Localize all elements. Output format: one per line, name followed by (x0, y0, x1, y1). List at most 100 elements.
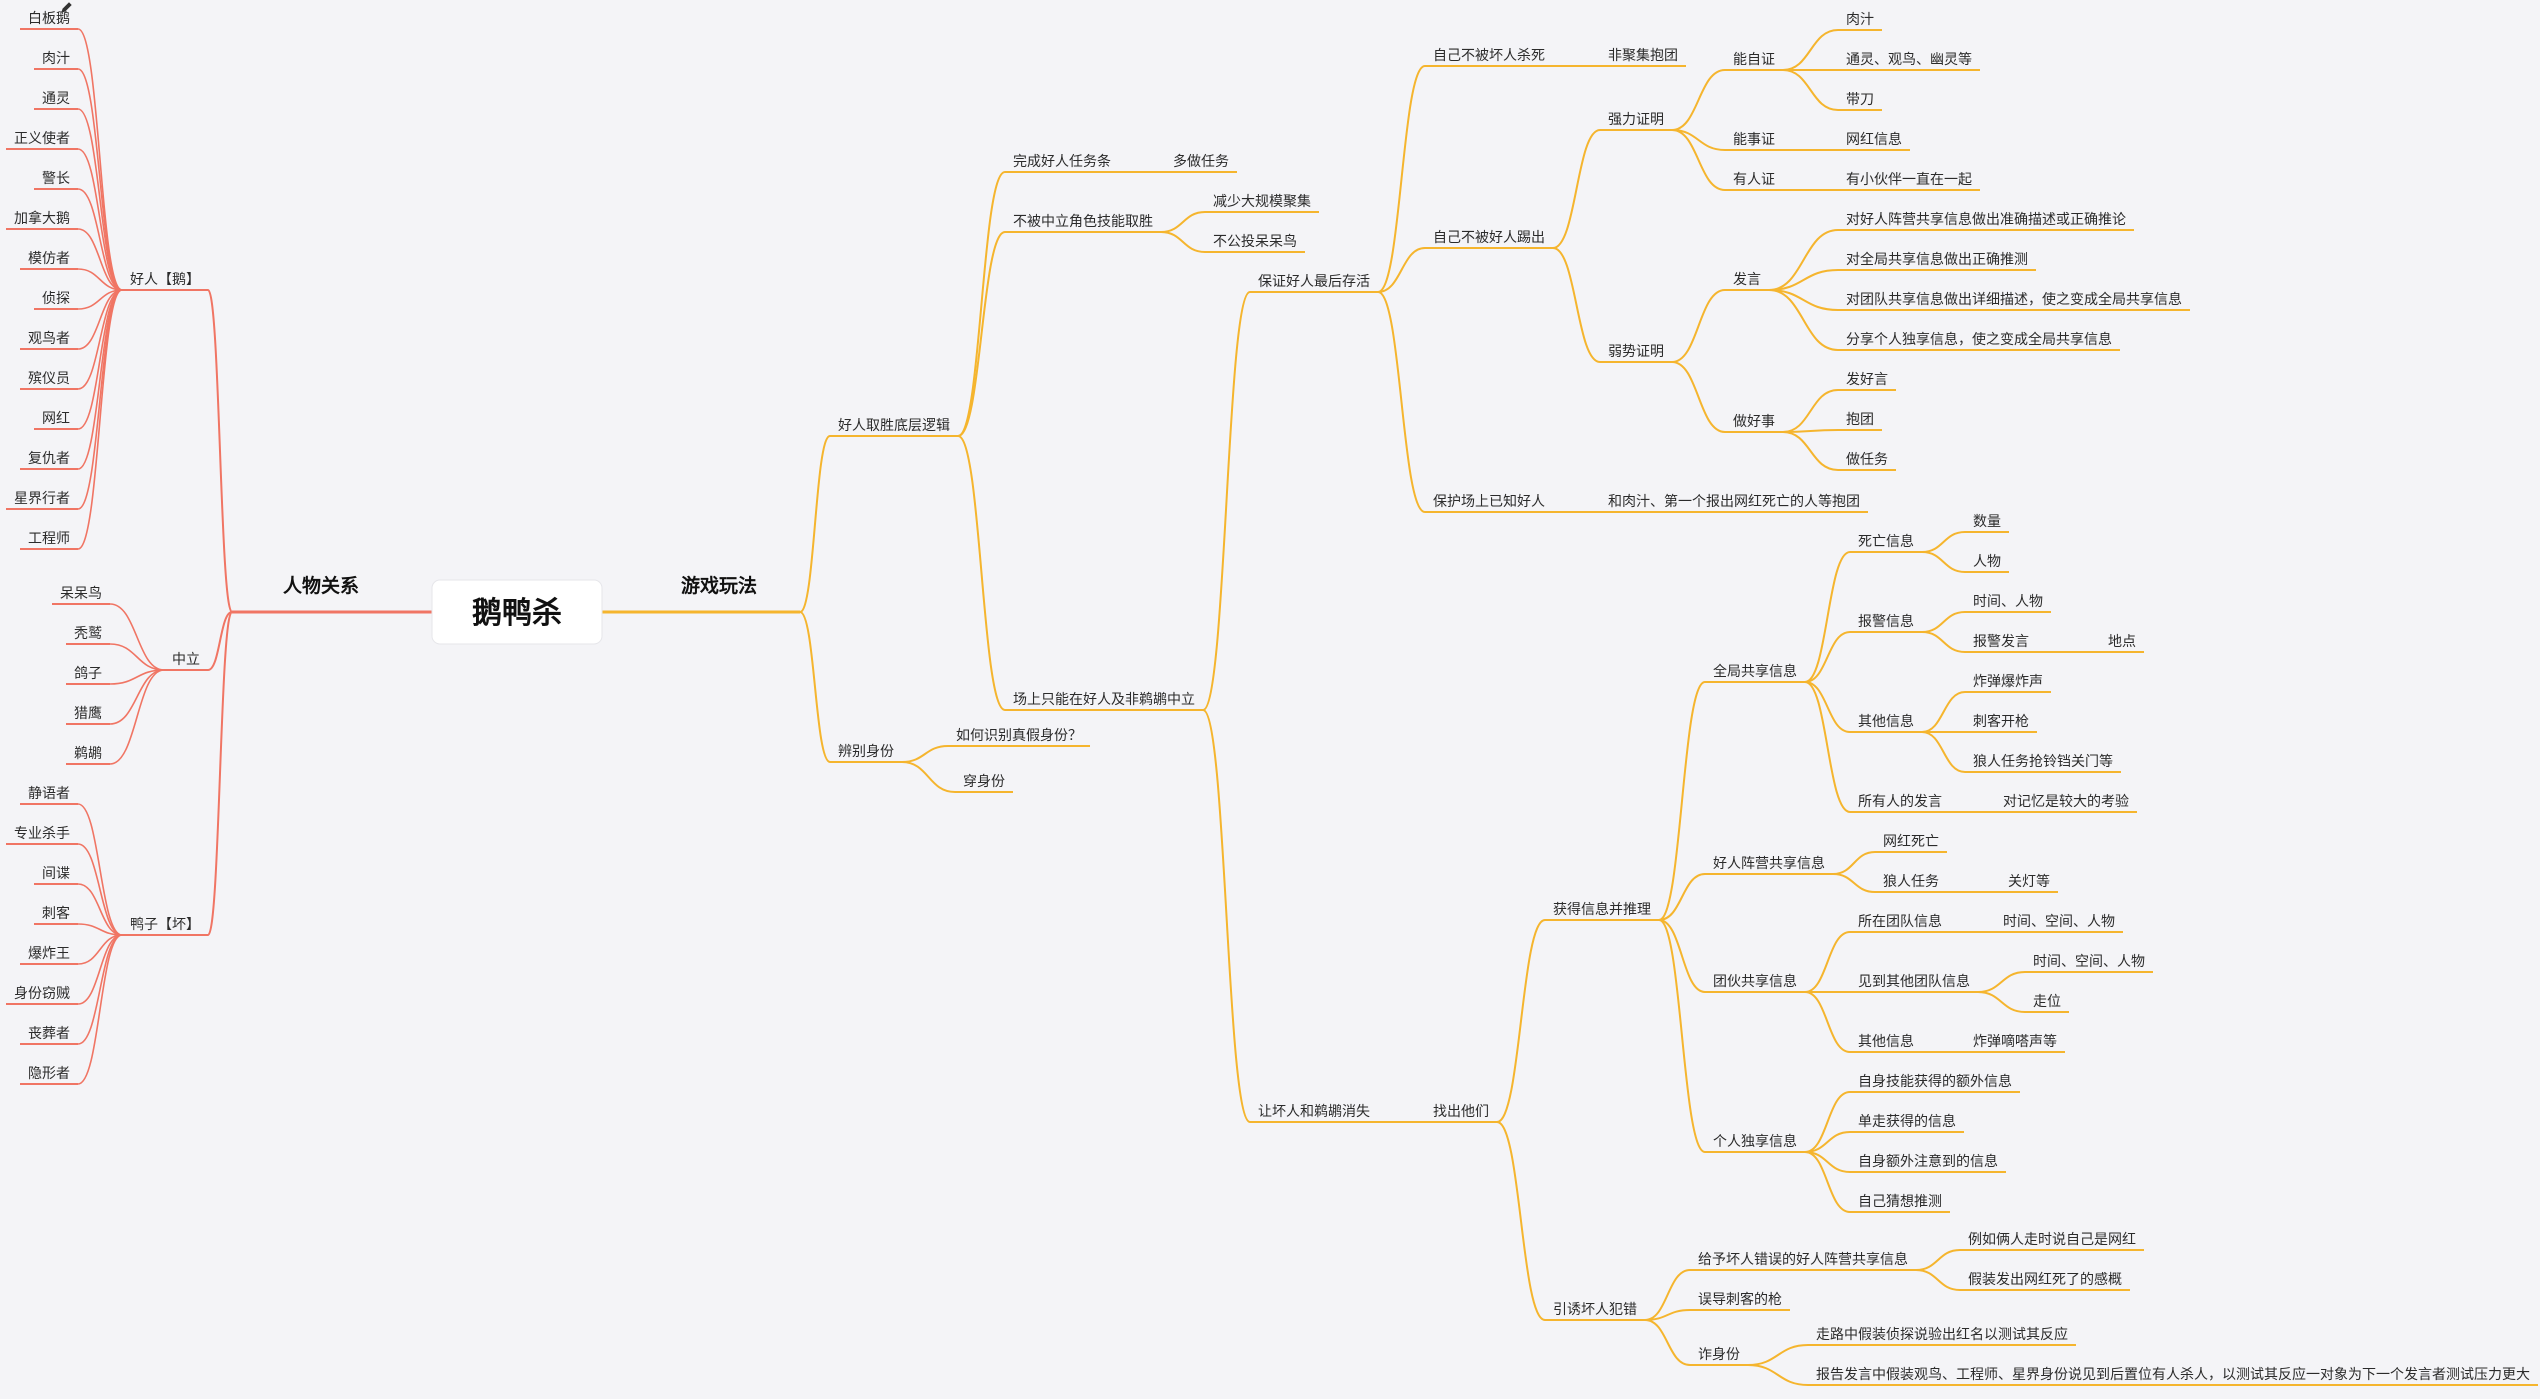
mindmap-node[interactable]: 不被中立角色技能取胜 (1013, 213, 1153, 230)
mindmap-node[interactable]: 自己不被好人踢出 (1433, 230, 1545, 246)
mindmap-node[interactable]: 发言 (1733, 272, 1761, 288)
mindmap-node[interactable]: 给予坏人错误的好人阵营共享信息 (1698, 1251, 1908, 1268)
character-name[interactable]: 爆炸王 (28, 946, 70, 962)
character-name[interactable]: 秃鹫 (74, 626, 102, 642)
branch-identify[interactable]: 辨别身份 (838, 744, 894, 760)
mindmap-node[interactable]: 走路中假装侦探说验出红名以测试其反应 (1816, 1326, 2068, 1343)
mindmap-node[interactable]: 不公投呆呆鸟 (1213, 234, 1297, 250)
mindmap-node[interactable]: 死亡信息 (1858, 533, 1914, 550)
character-name[interactable]: 网红 (42, 411, 70, 427)
mindmap-node[interactable]: 狼人任务抢铃铛关门等 (1973, 753, 2113, 770)
character-name[interactable]: 正义使者 (14, 130, 70, 147)
mindmap-node[interactable]: 保证好人最后存活 (1258, 274, 1370, 290)
mindmap-node[interactable]: 能事证 (1733, 132, 1775, 148)
mindmap-node[interactable]: 穿身份 (963, 774, 1005, 790)
mindmap-node[interactable]: 地点 (2108, 634, 2136, 650)
mindmap-node[interactable]: 做好事 (1733, 414, 1775, 430)
character-name[interactable]: 模仿者 (28, 251, 70, 267)
mindmap-node[interactable]: 做任务 (1846, 452, 1888, 468)
character-name[interactable]: 丧葬者 (28, 1026, 70, 1042)
mindmap-node[interactable]: 自身额外注意到的信息 (1858, 1153, 1998, 1170)
mindmap-node[interactable]: 获得信息并推理 (1553, 901, 1651, 918)
root-node[interactable]: 鹅鸭杀 (431, 579, 603, 645)
relations-branch-label[interactable]: 人物关系 (283, 574, 359, 597)
character-name[interactable]: 静语者 (28, 786, 70, 802)
character-name[interactable]: 呆呆鸟 (60, 586, 102, 602)
character-name[interactable]: 间谍 (42, 866, 70, 882)
mindmap-node[interactable]: 带刀 (1846, 92, 1874, 108)
mindmap-node[interactable]: 对记忆是较大的考验 (2003, 794, 2129, 810)
character-name[interactable]: 复仇者 (28, 450, 70, 467)
character-name[interactable]: 身份窃贼 (14, 986, 70, 1002)
mindmap-node[interactable]: 有小伙伴一直在一起 (1846, 171, 1972, 188)
mindmap-node[interactable]: 关灯等 (2008, 873, 2050, 890)
mindmap-node[interactable]: 狼人任务 (1883, 874, 1939, 890)
mindmap-node[interactable]: 通灵、观鸟、幽灵等 (1846, 51, 1972, 68)
mindmap-node[interactable]: 场上只能在好人及非鹈鹕中立 (1013, 691, 1195, 708)
gameplay-branch-label[interactable]: 游戏玩法 (681, 574, 757, 597)
mindmap-node[interactable]: 和肉汁、第一个报出网红死亡的人等抱团 (1608, 493, 1860, 510)
character-group[interactable]: 鸭子【坏】 (130, 917, 200, 933)
mindmap-node[interactable]: 如何识别真假身份？ (956, 728, 1082, 744)
mindmap-node[interactable]: 单走获得的信息 (1858, 1113, 1956, 1130)
mindmap-node[interactable]: 发好言 (1846, 372, 1888, 388)
mindmap-node[interactable]: 自身技能获得的额外信息 (1858, 1073, 2012, 1090)
mindmap-node[interactable]: 对团队共享信息做出详细描述，使之变成全局共享信息 (1846, 291, 2182, 308)
mindmap-node[interactable]: 报警信息 (1858, 613, 1914, 630)
mindmap-node[interactable]: 假装发出网红死了的感概 (1968, 1271, 2122, 1288)
character-name[interactable]: 观鸟者 (28, 331, 70, 347)
mindmap-node[interactable]: 分享个人独享信息，使之变成全局共享信息 (1846, 331, 2112, 348)
mindmap-node[interactable]: 人物 (1973, 554, 2001, 570)
character-group[interactable]: 好人【鹅】 (130, 271, 200, 288)
mindmap-node[interactable]: 时间、空间、人物 (2003, 914, 2115, 930)
character-name[interactable]: 警长 (42, 171, 70, 187)
character-name[interactable]: 猎鹰 (74, 706, 102, 722)
character-name[interactable]: 专业杀手 (14, 826, 70, 842)
mindmap-node[interactable]: 所在团队信息 (1858, 913, 1942, 930)
mindmap-node[interactable]: 保护场上已知好人 (1433, 493, 1545, 510)
mindmap-node[interactable]: 其他信息 (1858, 1033, 1914, 1050)
character-name[interactable]: 工程师 (28, 531, 70, 547)
character-name[interactable]: 鹈鹕 (74, 745, 102, 762)
mindmap-node[interactable]: 时间、空间、人物 (2033, 954, 2145, 970)
mindmap-node[interactable]: 有人证 (1733, 172, 1775, 188)
mindmap-node[interactable]: 自己猜想推测 (1858, 1194, 1942, 1210)
mindmap-node[interactable]: 刺客开枪 (1973, 713, 2029, 730)
mindmap-node[interactable]: 对全局共享信息做出正确推测 (1846, 251, 2028, 268)
character-name[interactable]: 侦探 (42, 291, 70, 307)
character-name[interactable]: 隐形者 (28, 1066, 70, 1082)
character-name[interactable]: 刺客 (42, 905, 70, 922)
mindmap-node[interactable]: 肉汁 (1846, 12, 1874, 28)
mindmap-node[interactable]: 报警发言 (1973, 634, 2029, 650)
mindmap-node[interactable]: 减少大规模聚集 (1213, 193, 1311, 210)
mindmap-node[interactable]: 好人阵营共享信息 (1713, 855, 1825, 872)
branch-win-logic[interactable]: 好人取胜底层逻辑 (838, 418, 950, 434)
mindmap-node[interactable]: 炸弹爆炸声 (1973, 674, 2043, 690)
character-name[interactable]: 星界行者 (14, 491, 70, 507)
mindmap-node[interactable]: 自己不被坏人杀死 (1433, 48, 1545, 64)
mindmap-node[interactable]: 网红信息 (1846, 131, 1902, 148)
mindmap-node[interactable]: 所有人的发言 (1858, 794, 1942, 810)
mindmap-node[interactable]: 例如俩人走时说自己是网红 (1968, 1232, 2136, 1248)
mindmap-node[interactable]: 网红死亡 (1883, 834, 1939, 850)
mindmap-node[interactable]: 非聚集抱团 (1608, 47, 1678, 64)
character-name[interactable]: 肉汁 (42, 51, 70, 67)
mindmap-node[interactable]: 强力证明 (1608, 112, 1664, 128)
mindmap-node[interactable]: 见到其他团队信息 (1858, 973, 1970, 990)
mindmap-node[interactable]: 个人独享信息 (1713, 1133, 1797, 1150)
character-name[interactable]: 加拿大鹅 (14, 210, 70, 227)
mindmap-node[interactable]: 找出他们 (1433, 1104, 1489, 1120)
mindmap-node[interactable]: 时间、人物 (1973, 594, 2043, 610)
character-name[interactable]: 鸽子 (74, 665, 102, 682)
mindmap-node[interactable]: 报告发言中假装观鸟、工程师、星界身份说见到后置位有人杀人，以测试其反应一对象为下… (1816, 1366, 2530, 1383)
mindmap-node[interactable]: 能自证 (1733, 52, 1775, 68)
mindmap-node[interactable]: 诈身份 (1698, 1347, 1740, 1363)
mindmap-node[interactable]: 全局共享信息 (1713, 663, 1797, 680)
mindmap-node[interactable]: 让坏人和鹈鹕消失 (1258, 1103, 1370, 1120)
character-name[interactable]: 白板鹅 (28, 10, 70, 27)
mindmap-node[interactable]: 抱团 (1846, 412, 1874, 428)
mindmap-node[interactable]: 多做任务 (1173, 153, 1229, 170)
mindmap-node[interactable]: 数量 (1973, 514, 2001, 530)
mindmap-node[interactable]: 炸弹嘀嗒声等 (1973, 1033, 2057, 1050)
mindmap-node[interactable]: 完成好人任务条 (1013, 153, 1111, 170)
